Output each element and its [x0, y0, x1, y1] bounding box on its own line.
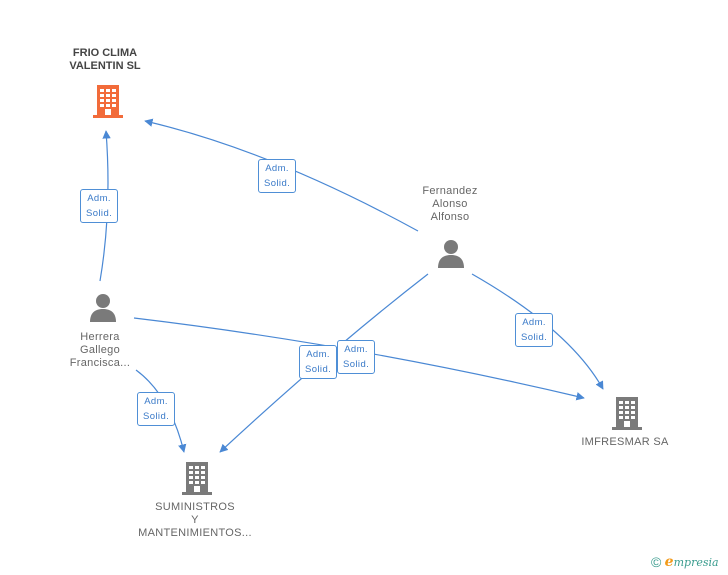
node-frio-clima-name[interactable]: FRIO CLIMA VALENTIN SL: [50, 47, 160, 73]
edge-label-herrera-suministros[interactable]: Adm. Solid.: [137, 392, 176, 426]
node-suministros-line1: SUMINISTROS: [155, 501, 235, 513]
person-icon[interactable]: [88, 293, 118, 323]
node-suministros-name[interactable]: SUMINISTROS Y MANTENIMIENTOS...: [130, 501, 260, 540]
edge-label-herrera-imfresmar[interactable]: Adm. Solid.: [337, 340, 376, 374]
empresia-logo: © empresia: [651, 554, 719, 570]
edge-label-fernandez-frio-clima[interactable]: Adm. Solid.: [258, 159, 297, 193]
node-fernandez-line3: Alfonso: [430, 211, 470, 223]
edge-label-fernandez-suministros[interactable]: Adm. Solid.: [299, 345, 338, 379]
node-frio-clima-line2: VALENTIN SL: [69, 60, 141, 72]
edge-label-line1: Adm.: [522, 317, 546, 328]
copyright-icon: ©: [651, 554, 662, 570]
edge-label-line2: Solid.: [264, 178, 291, 189]
node-fernandez-line1: Fernandez: [422, 185, 478, 197]
node-herrera-name[interactable]: Herrera Gallego Francisca...: [50, 331, 150, 370]
edge-label-line2: Solid.: [521, 332, 548, 343]
node-herrera-line1: Herrera: [80, 331, 120, 343]
node-fernandez-line2: Alonso: [432, 198, 468, 210]
edge-label-line1: Adm.: [144, 396, 168, 407]
edge-label-fernandez-imfresmar[interactable]: Adm. Solid.: [515, 313, 554, 347]
edge-label-line1: Adm.: [87, 193, 111, 204]
node-imfresmar-line1: IMFRESMAR SA: [581, 436, 669, 448]
edge-label-line1: Adm.: [344, 344, 368, 355]
edge-label-line1: Adm.: [306, 349, 330, 360]
logo-rest: mpresia: [673, 556, 719, 569]
person-icon[interactable]: [436, 239, 466, 269]
node-fernandez-name[interactable]: Fernandez Alonso Alfonso: [400, 185, 500, 224]
building-icon[interactable]: [181, 460, 213, 496]
edge-label-line2: Solid.: [305, 364, 332, 375]
node-frio-clima-line1: FRIO CLIMA: [72, 47, 138, 59]
edge-label-herrera-frio-clima[interactable]: Adm. Solid.: [80, 189, 119, 223]
node-suministros-line2: Y: [191, 514, 199, 526]
node-herrera-line3: Francisca...: [69, 357, 131, 369]
building-icon[interactable]: [92, 83, 124, 119]
building-icon[interactable]: [611, 395, 643, 431]
node-suministros-line3: MANTENIMIENTOS...: [138, 527, 252, 539]
edge-label-line2: Solid.: [343, 359, 370, 370]
edge-label-line1: Adm.: [265, 163, 289, 174]
edge-label-line2: Solid.: [86, 208, 113, 219]
node-imfresmar-name[interactable]: IMFRESMAR SA: [570, 436, 680, 449]
edge-fernandez-to-imfresmar: [471, 273, 604, 390]
edge-label-line2: Solid.: [143, 411, 170, 422]
logo-e: e: [664, 554, 674, 570]
node-herrera-line2: Gallego: [79, 344, 120, 356]
